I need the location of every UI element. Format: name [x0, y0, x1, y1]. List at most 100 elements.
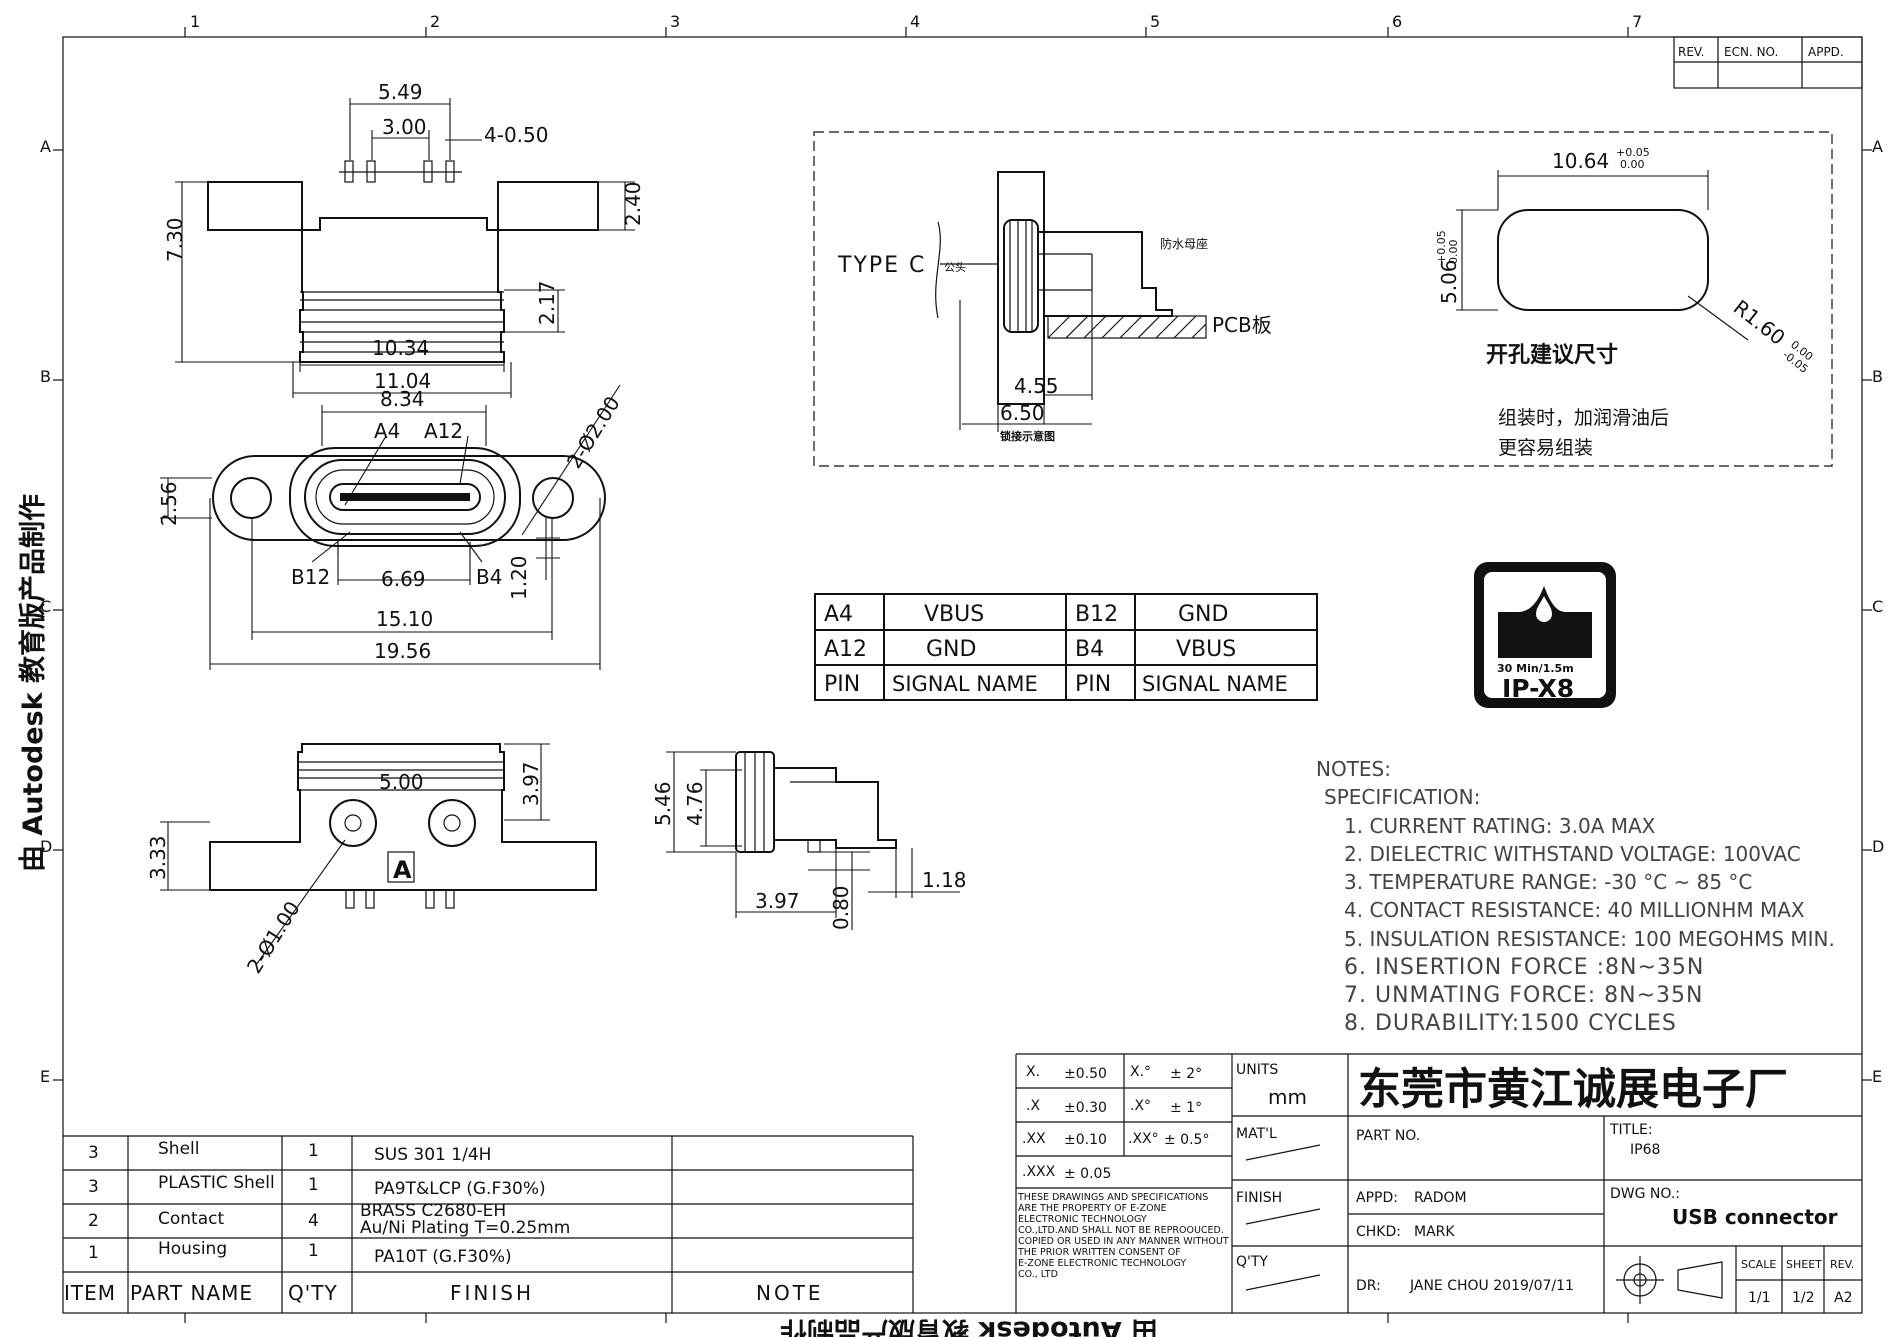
zone-row-e-left: E: [40, 1067, 50, 1086]
dim-1-20: 1.20: [507, 555, 531, 600]
disclaimer: THESE DRAWINGS AND SPECIFICATIONS ARE TH…: [1017, 1192, 1229, 1280]
tolerance-format: .XX: [1022, 1131, 1046, 1147]
notes-subtitle: SPECIFICATION:: [1324, 785, 1480, 809]
pin-table-row-2: A12 GND B4 VBUS: [824, 637, 1236, 662]
cutout-height: 5.06: [1437, 259, 1461, 304]
bom-header-qty: Q'TY: [288, 1281, 338, 1305]
finish-label: FINISH: [1236, 1190, 1282, 1206]
pin-header: PIN: [824, 672, 860, 697]
assembly-dimensions: [959, 290, 1093, 432]
bom-header-part-name: PART NAME: [130, 1281, 253, 1305]
zone-col-1: 1: [190, 12, 200, 31]
cutout-width-tol-zero: 0.00: [1620, 158, 1645, 171]
bottom-view: A 5.00 3.97 3.33 2-Ø1.00: [146, 743, 597, 978]
dim-2-17: 2.17: [535, 280, 559, 325]
dim-2x-dia-2-00: 2-Ø2.00: [562, 392, 625, 473]
rev-header: REV.: [1678, 45, 1704, 59]
signal-cell: GND: [1178, 602, 1228, 627]
bottom-view-letter: A: [393, 856, 412, 884]
bom-qty: 1: [308, 1141, 319, 1161]
note-item: 5. INSULATION RESISTANCE: 100 MEGOHMS MI…: [1344, 927, 1835, 951]
appd-label: APPD:: [1356, 1190, 1398, 1206]
sheet-frame: [53, 27, 1872, 1323]
zone-labels: 1 2 3 4 5 6 7 A B C D E A B C D E: [40, 12, 1884, 1086]
bom-row-2: 3 PLASTIC Shell 1 PA9T&LCP (G.F30%): [88, 1173, 546, 1199]
tolerance-format: X.: [1026, 1064, 1040, 1080]
bom-qty: 4: [308, 1211, 319, 1231]
dim-11-04: 11.04: [374, 369, 431, 393]
tolerance-row-1: X. ±0.50 X.° ± 2°: [1026, 1064, 1202, 1082]
sheet-value: 1/2: [1792, 1290, 1815, 1306]
bom-finish: BRASS C2680-EH: [360, 1201, 506, 1221]
units-value: mm: [1268, 1085, 1307, 1109]
tolerance-value: ± 0.05: [1064, 1166, 1111, 1182]
dim-19-56: 19.56: [374, 639, 431, 663]
note-item: 3. TEMPERATURE RANGE: -30 °C ~ 85 °C: [1344, 870, 1752, 894]
dwg-no-value: USB connector: [1672, 1205, 1838, 1229]
scale-label: SCALE: [1741, 1258, 1776, 1271]
pin-table: A4 VBUS B12 GND A12 GND B4 VBUS PIN SIGN…: [814, 593, 1318, 701]
dim-2-40: 2.40: [621, 181, 645, 226]
zone-col-3: 3: [670, 12, 680, 31]
side-view-dimensions: [666, 751, 960, 930]
disclaimer-line: THE PRIOR WRITTEN CONSENT OF: [1017, 1247, 1181, 1258]
dim-3-97-bottom: 3.97: [519, 761, 543, 806]
pin-label-b12: B12: [291, 565, 330, 589]
tolerance-value: ±0.30: [1064, 1100, 1107, 1116]
dim-4-55: 4.55: [1014, 374, 1059, 398]
projection-symbol: [1616, 1256, 1723, 1304]
material-label: MAT'L: [1236, 1126, 1277, 1142]
zone-row-c-left: C: [40, 597, 51, 616]
top-view: 5.49 3.00 4-0.50 7.30 2.40 2.17 10.34 11…: [163, 80, 645, 398]
pin-cell: B4: [1075, 637, 1104, 662]
zone-col-4: 4: [910, 12, 920, 31]
zone-row-a-right: A: [1872, 137, 1883, 156]
bom-item: 3: [88, 1143, 99, 1163]
zone-row-d-right: D: [1872, 837, 1884, 856]
zone-col-7: 7: [1632, 12, 1642, 31]
title-label: TITLE:: [1609, 1122, 1653, 1138]
signal-cell: VBUS: [1176, 637, 1236, 662]
tolerance-format: X.°: [1130, 1064, 1151, 1080]
appd-value: RADOM: [1414, 1190, 1467, 1206]
note-item: 6. INSERTION FORCE :8N~35N: [1344, 955, 1704, 980]
cutout-radius: R1.60: [1729, 295, 1790, 350]
assembly-tip-line-1: 组装时，加润滑油后: [1498, 407, 1669, 429]
bom-header: ITEM PART NAME Q'TY FINISH NOTE: [64, 1281, 821, 1305]
pin-label-a12: A12: [424, 419, 463, 443]
bom-row-1: 3 Shell 1 SUS 301 1/4H: [88, 1139, 491, 1165]
signal-cell: VBUS: [924, 602, 984, 627]
dim-8-34: 8.34: [380, 387, 425, 411]
cutout-width-dim: 10.64 +0.05 0.00: [1552, 146, 1650, 173]
bom-table: 3 Shell 1 SUS 301 1/4H 3 PLASTIC Shell 1…: [63, 1135, 914, 1313]
dwg-no-label: DWG NO.:: [1610, 1186, 1680, 1202]
bom-finish: SUS 301 1/4H: [374, 1145, 491, 1165]
qty-label: Q'TY: [1236, 1254, 1268, 1270]
bom-contact-plating: Au/Ni Plating T=0.25mm: [360, 1218, 570, 1238]
dim-4-76: 4.76: [683, 781, 707, 826]
tolerance-row-3: .XX ±0.10 .XX° ± 0.5°: [1022, 1131, 1209, 1148]
bom-qty: 1: [308, 1175, 319, 1195]
dim-2x-dia-1-00: 2-Ø1.00: [242, 897, 305, 978]
notes-title: NOTES:: [1316, 757, 1391, 781]
cutout-caption: 开孔建议尺寸: [1486, 343, 1618, 368]
assembly-panel: TYPE C 公头 防水母座 PCB板 4.55 6.50 锁接示意图 10.6…: [813, 131, 1833, 467]
bom-item: 2: [88, 1211, 99, 1231]
bom-header-item: ITEM: [64, 1281, 116, 1305]
front-view: 8.34 A4 A12 2-Ø2.00 2.56 B12 6.69 B4 1.2…: [157, 384, 625, 670]
ip-badge: 30 Min/1.5m IP-X8: [1474, 562, 1616, 708]
zone-row-b-left: B: [40, 367, 51, 386]
assembly-waterproof-label: 防水母座: [1160, 236, 1208, 251]
zone-row-a-left: A: [40, 137, 51, 156]
dim-6-50: 6.50: [1000, 401, 1045, 425]
note-item: 2. DIELECTRIC WITHSTAND VOLTAGE: 100VAC: [1344, 842, 1801, 866]
tolerance-format: .XX°: [1128, 1131, 1159, 1147]
note-item: 7. UNMATING FORCE: 8N~35N: [1344, 983, 1703, 1008]
tolerance-format: .X: [1026, 1098, 1040, 1114]
bom-finish: PA9T&LCP (G.F30%): [374, 1179, 546, 1199]
tolerance-row-2: .X ±0.30 .X° ± 1°: [1026, 1098, 1202, 1116]
dr-label: DR:: [1356, 1278, 1381, 1294]
dim-7-30: 7.30: [163, 217, 187, 262]
pin-table-header: PIN SIGNAL NAME PIN SIGNAL NAME: [824, 672, 1288, 697]
disclaimer-line: ARE THE PROPERTY OF E-ZONE: [1018, 1203, 1167, 1214]
